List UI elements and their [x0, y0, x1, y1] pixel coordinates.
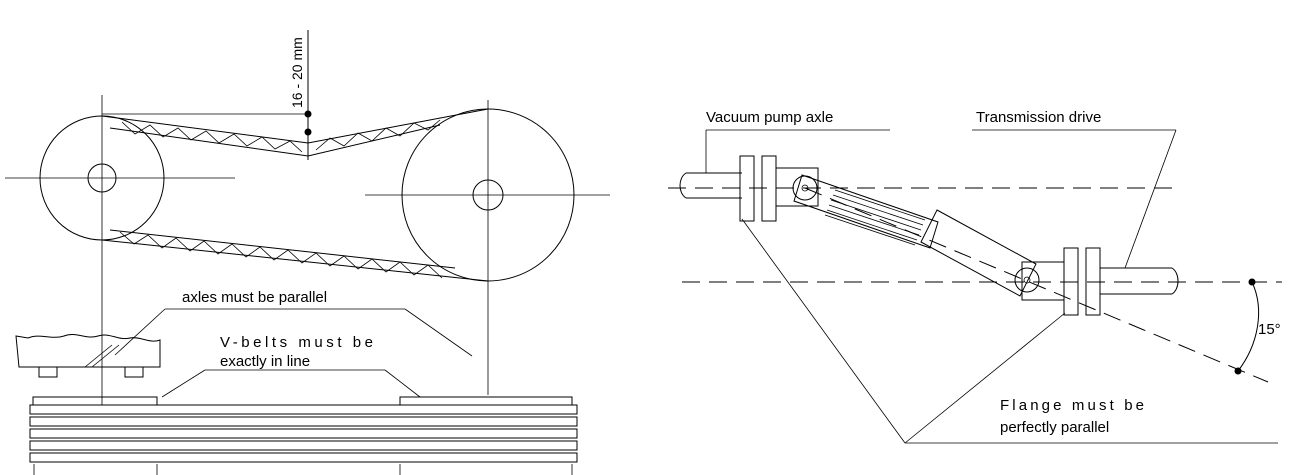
vacuum-pump-callout: Vacuum pump axle [705, 109, 890, 173]
transmission-drive-label: Transmission drive [976, 109, 1101, 126]
vbelts-callout: V-belts must be exactly in line [161, 334, 421, 398]
pump-axle-shaft [679, 155, 819, 222]
transmission-shaft [1021, 247, 1179, 316]
base-plate [29, 396, 578, 475]
flange-callout: Flange must be perfectly parallel [741, 218, 1278, 444]
belt-drive-diagram: 16 - 20 mm ax [5, 30, 610, 475]
vbelts-label-line1: V-belts must be [220, 334, 373, 351]
cardan-shaft-diagram: Vacuum pump axle Transmission drive 15° … [668, 109, 1282, 444]
angle-label: 15° [1258, 321, 1281, 338]
angle-point-top [1248, 278, 1256, 286]
deflection-point-top [304, 110, 312, 118]
axles-parallel-label: axles must be parallel [182, 289, 327, 306]
upper-belt [101, 108, 489, 157]
angle-point-bottom [1234, 367, 1242, 375]
angle-indicator: 15° [1234, 278, 1281, 375]
axles-callout: axles must be parallel [114, 289, 473, 357]
transmission-drive-callout: Transmission drive [972, 109, 1177, 269]
cardan-spline [824, 189, 926, 246]
reference-lines [668, 187, 1282, 383]
motor-silhouette [15, 333, 161, 378]
vacuum-pump-axle-label: Vacuum pump axle [706, 109, 833, 126]
deflection-point-bottom [304, 128, 312, 136]
lower-belt [101, 229, 489, 282]
belt-deflection-measure: 16 - 20 mm [102, 30, 312, 160]
belt-deflection-label: 16 - 20 mm [289, 37, 305, 108]
flange-label-line1: Flange must be [1000, 397, 1144, 414]
flange-label-line2: perfectly parallel [1000, 419, 1109, 436]
vbelts-label-line2: exactly in line [220, 353, 310, 370]
cardan-shaft [792, 174, 1040, 297]
